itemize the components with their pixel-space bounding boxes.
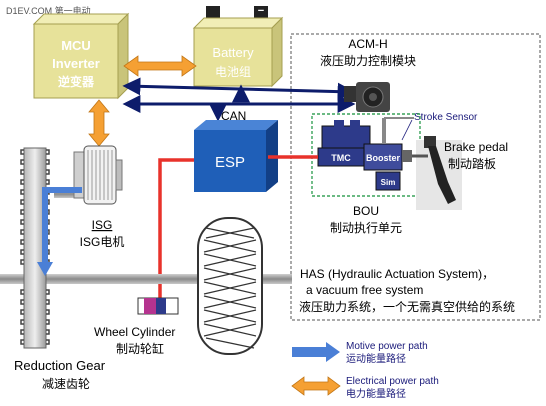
legend-motive-cn-label: 运动能量路径: [346, 352, 406, 365]
battery-minus-sign: −: [258, 5, 264, 17]
booster-label: Booster: [366, 153, 401, 163]
wheel-cylinder: [137, 297, 179, 315]
legend-electrical-swatch: [291, 376, 341, 396]
bou-label: BOU: [353, 204, 379, 218]
sim-label: Sim: [381, 178, 396, 187]
legend-electrical-cn-label: 电力能量路径: [346, 387, 406, 400]
orange-arrow-mcu-battery: [123, 55, 197, 77]
wheel-cylinder-label: Wheel Cylinder: [94, 325, 175, 339]
battery-label: Battery: [212, 45, 254, 60]
has-line1: HAS (Hydraulic Actuation System)，: [300, 267, 494, 281]
inverter-label: Inverter: [52, 56, 100, 71]
bou-cn-label: 制动执行单元: [330, 221, 402, 235]
legend-electrical-label: Electrical power path: [346, 376, 439, 387]
legend-motive-swatch: [292, 342, 340, 362]
battery-plus-sign: +: [223, 5, 229, 17]
bou-unit: [317, 117, 414, 191]
has-line2: a vacuum free system: [306, 283, 423, 297]
watermark-text: D1EV.COM 第一电动: [6, 5, 91, 16]
brake-pedal: [412, 136, 462, 210]
tmc-label: TMC: [331, 153, 351, 163]
reduction-gear-label: Reduction Gear: [14, 358, 106, 373]
reduction-gear-cn-label: 减速齿轮: [42, 377, 90, 391]
legend-motive-label: Motive power path: [346, 341, 428, 352]
isg-cn-label: ISG电机: [80, 235, 125, 249]
isg-motor: [54, 145, 123, 205]
drive-shaft: [0, 274, 292, 284]
stroke-sensor-label: Stroke Sensor: [414, 112, 478, 123]
esp-box: [194, 120, 278, 192]
esp-label: ESP: [215, 154, 245, 171]
can-label: CAN: [221, 109, 246, 123]
acm-label: ACM-H: [348, 37, 387, 51]
brake-line-esp-wheel: [158, 158, 194, 300]
wheel-cylinder-cn-label: 制动轮缸: [116, 341, 164, 356]
acm-region-border: [290, 33, 541, 321]
motive-power-arrowhead: [37, 262, 53, 276]
orange-arrow-mcu-isg: [88, 99, 110, 147]
battery-box: + − Battery 电池组: [192, 5, 284, 88]
brake-pedal-label: Brake pedal: [444, 140, 508, 154]
motive-power-arrow: [42, 187, 82, 264]
acm-cn-label: 液压助力控制模块: [320, 53, 416, 68]
mcu-label: MCU: [61, 38, 91, 53]
brake-pedal-cn-label: 制动踏板: [448, 157, 496, 171]
inverter-cn-label: 逆变器: [58, 74, 95, 89]
battery-cn-label: 电池组: [215, 65, 251, 79]
has-line3: 液压助力系统，一个无需真空供给的系统: [299, 299, 515, 314]
can-arrow-mcu-acm: [122, 77, 356, 101]
mcu-inverter-box: MCU Inverter 逆变器: [32, 12, 130, 100]
acm-motor-unit: [344, 82, 390, 112]
legend: Motive power path 运动能量路径 Electrical powe…: [291, 341, 439, 400]
isg-label: ISG: [92, 218, 113, 232]
tire: [197, 217, 263, 355]
